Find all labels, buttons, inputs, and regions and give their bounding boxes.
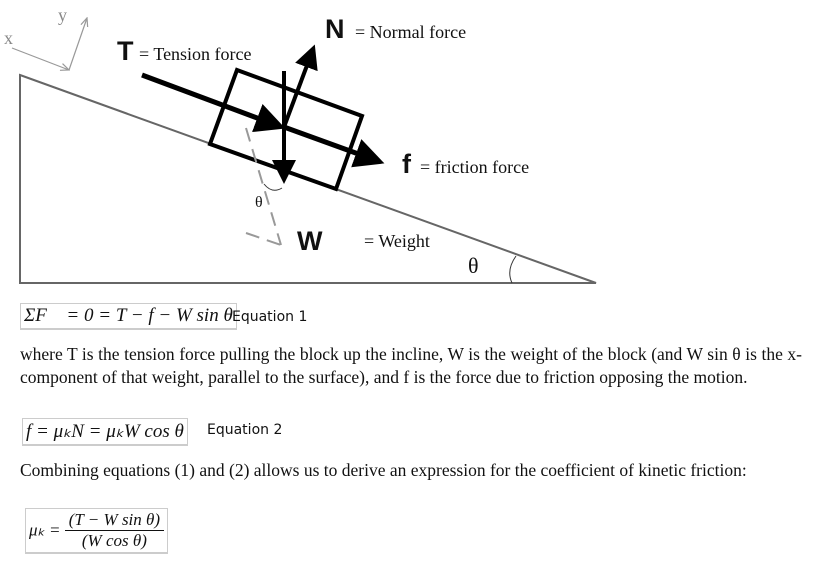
- x-axis-label: x: [4, 28, 13, 48]
- equation-3-lhs: μₖ =: [29, 520, 61, 540]
- normal-arrow: [282, 44, 318, 128]
- incline-theta-label: θ: [468, 253, 479, 278]
- friction-arrow: [283, 124, 385, 168]
- tension-arrow: [141, 72, 286, 133]
- equation-2: f = μₖN = μₖW cos θ: [22, 418, 188, 446]
- equation-1: ΣF⃗ = 0 = T − f − W sin θ: [20, 303, 237, 330]
- incline-diagram: [11, 0, 597, 284]
- small-theta-label: θ: [255, 194, 263, 211]
- paragraph-2: Combining equations (1) and (2) allows u…: [20, 460, 747, 480]
- weight-symbol: W: [297, 226, 323, 256]
- tension-symbol: T: [117, 36, 134, 66]
- normal-symbol: N: [325, 14, 345, 44]
- small-angle-arc: [263, 183, 283, 191]
- equation-3-numerator: (T − W sin θ): [64, 510, 165, 531]
- y-axis-arrow: [68, 18, 87, 71]
- tension-label: = Tension force: [139, 44, 252, 64]
- normal-label: = Normal force: [355, 22, 467, 42]
- friction-label: = friction force: [420, 157, 530, 177]
- y-axis-label: y: [58, 5, 67, 25]
- friction-symbol: f: [402, 149, 411, 179]
- equation-1-label: Equation 1: [232, 309, 308, 325]
- x-axis-arrow: [11, 47, 69, 70]
- equation-3: μₖ = (T − W sin θ) (W cos θ): [25, 508, 169, 554]
- weight-label: = Weight: [364, 231, 430, 251]
- equation-3-denominator: (W cos θ): [81, 531, 147, 550]
- dashed-perp-line: [245, 232, 282, 246]
- equation-2-label: Equation 2: [207, 422, 283, 438]
- paragraph-1: where T is the tension force pulling the…: [20, 344, 802, 387]
- equation-3-fraction: (T − W sin θ) (W cos θ): [64, 510, 165, 551]
- incline-angle-arc: [509, 255, 517, 284]
- dashed-normal-line: [245, 127, 282, 246]
- block: [207, 67, 365, 192]
